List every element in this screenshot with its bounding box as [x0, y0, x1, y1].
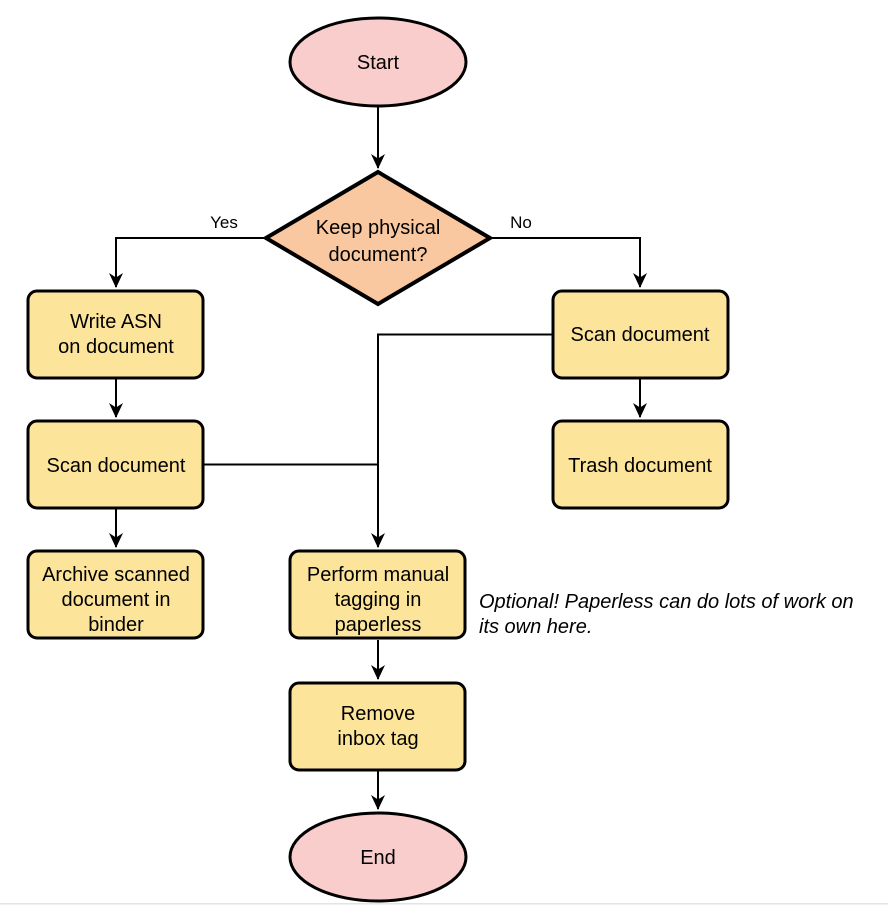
node-manual-tagging-label-line2: tagging in	[335, 589, 422, 611]
edge-decision-yes-to-write-asn	[109, 237, 266, 288]
node-manual-tagging	[288, 549, 467, 640]
optional-note-line2: its own here.	[479, 616, 592, 638]
node-end-terminal	[288, 811, 468, 903]
node-write-asn-label-line1: Write ASN	[70, 311, 162, 333]
node-manual-tagging-label-line3: paperless	[335, 614, 422, 636]
node-archive-label-line1: Archive scanned	[42, 564, 190, 586]
node-trash-document-label: Trash document	[568, 455, 712, 477]
node-decision-label-line2: document?	[329, 244, 428, 266]
node-scan-document-left	[26, 419, 205, 510]
node-manual-tagging-label-line1: Perform manual	[307, 564, 449, 586]
node-remove-inbox-tag-label-line1: Remove	[341, 703, 415, 725]
node-write-asn	[26, 289, 205, 380]
node-trash-document	[551, 419, 730, 510]
edge-scan-right-to-tagging	[371, 333, 553, 548]
node-remove-inbox-tag-label-line2: inbox tag	[337, 728, 418, 750]
node-end-label: End	[360, 847, 396, 869]
node-archive-label-line2: document in	[62, 589, 171, 611]
edge-label-yes: Yes	[210, 213, 238, 232]
edges: Yes No	[109, 106, 647, 810]
page-bottom-divider	[0, 903, 888, 905]
optional-note: Optional! Paperless can do lots of work …	[479, 591, 854, 638]
node-write-asn-label-line2: on document	[58, 336, 174, 358]
node-scan-document-right	[551, 289, 730, 380]
node-scan-document-left-label: Scan document	[47, 455, 186, 477]
node-archive-binder	[26, 549, 205, 640]
node-remove-inbox-tag	[288, 681, 467, 772]
nodes: Start Keep physical document? Write ASN …	[26, 16, 730, 903]
node-decision-label-line1: Keep physical	[316, 217, 441, 239]
edge-label-no: No	[510, 213, 532, 232]
node-archive-label-line3: binder	[88, 614, 144, 636]
edge-decision-no-to-scan-right	[490, 237, 647, 288]
optional-note-line1: Optional! Paperless can do lots of work …	[479, 591, 854, 613]
node-start-terminal	[288, 16, 468, 108]
node-start-label: Start	[357, 52, 400, 74]
node-decision-diamond	[262, 169, 494, 307]
node-scan-document-right-label: Scan document	[571, 324, 710, 346]
